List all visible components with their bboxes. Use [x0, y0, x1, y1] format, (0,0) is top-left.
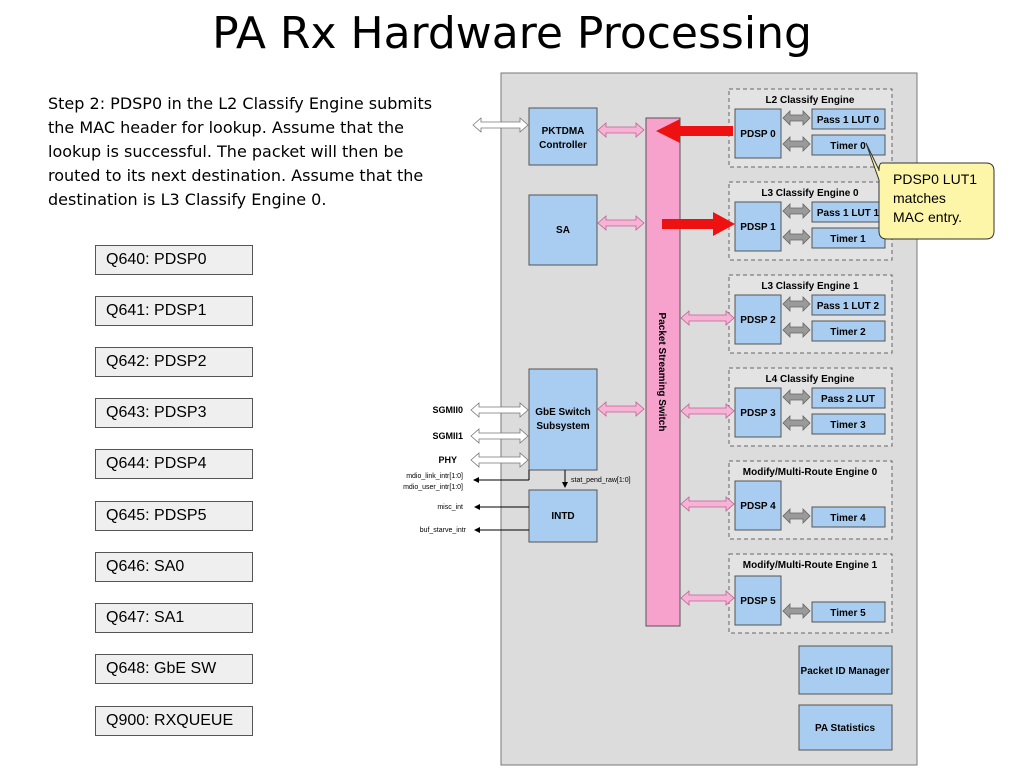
intd-label: INTD	[551, 511, 574, 522]
queue-item: Q643: PDSP3	[95, 398, 253, 428]
stat-pend-label: stat_pend_raw[1:0]	[571, 477, 631, 484]
queue-item: Q646: SA0	[95, 552, 253, 582]
pdsp-box	[734, 387, 782, 438]
timer-label: Timer 0	[830, 141, 866, 152]
engine-title: L2 Classify Engine	[766, 95, 855, 106]
timer-label: Timer 1	[830, 234, 866, 245]
sgmii1-label: SGMII1	[432, 431, 463, 441]
mdio-user-label: mdio_user_intr[1:0]	[403, 484, 463, 491]
queue-item: Q644: PDSP4	[95, 449, 253, 479]
gbe-switch-box	[528, 368, 598, 471]
lut-label: Pass 2 LUT	[821, 394, 875, 405]
pdsp-box	[734, 575, 782, 626]
sa-box	[528, 194, 598, 266]
sgmii0-label: SGMII0	[432, 405, 463, 415]
pdsp-label: PDSP 0	[740, 129, 776, 140]
queue-item: Q648: GbE SW	[95, 654, 253, 684]
red-arrow-pdsp0-to-switch	[656, 119, 733, 143]
lut-label: Pass 1 LUT 2	[817, 301, 880, 312]
timer-label: Timer 4	[830, 513, 866, 524]
mdio-link-label: mdio_link_intr[1:0]	[406, 473, 463, 480]
engine-title: L3 Classify Engine 1	[761, 281, 859, 292]
queue-item: Q642: PDSP2	[95, 347, 253, 377]
callout-line2: matches	[893, 190, 946, 206]
internal-arrows	[782, 110, 811, 619]
pdsp-box	[734, 480, 782, 531]
pdsp-box	[734, 108, 782, 159]
pdsp-label: PDSP 4	[740, 501, 776, 512]
red-arrow-switch-to-pdsp1	[662, 212, 735, 236]
gbe-label-line1: GbE Switch	[535, 407, 591, 418]
timer-label: Timer 3	[830, 420, 866, 431]
pdsp-box	[734, 294, 782, 345]
timer-label: Timer 5	[830, 608, 866, 619]
queue-item: Q641: PDSP1	[95, 296, 253, 326]
pdsp-label: PDSP 3	[740, 408, 776, 419]
queue-item: Q645: PDSP5	[95, 501, 253, 531]
buf-starve-label: buf_starve_intr	[420, 527, 467, 534]
lut-box	[811, 294, 886, 316]
queue-item: Q640: PDSP0	[95, 245, 253, 275]
queue-item: Q900: RXQUEUE	[95, 706, 253, 736]
packet-streaming-switch	[645, 117, 681, 627]
pktdma-label-line2: Controller	[539, 140, 587, 151]
timer-box	[811, 601, 886, 623]
callout-line3: MAC entry.	[893, 209, 962, 225]
external-port-arrows	[470, 117, 529, 468]
pdsp-label: PDSP 1	[740, 222, 776, 233]
switch-label: Packet Streaming Switch	[656, 313, 667, 432]
pktdma-label-line1: PKTDMA	[542, 126, 585, 137]
callout-line1: PDSP0 LUT1	[893, 171, 977, 187]
gbe-label-line2: Subsystem	[536, 421, 589, 432]
sa-label: SA	[556, 225, 570, 236]
engine-title: Modify/Multi-Route Engine 1	[743, 560, 878, 571]
callout-bubble	[865, 142, 995, 240]
intd-box	[528, 489, 598, 543]
lut-label: Pass 1 LUT 0	[817, 115, 880, 126]
pdsp-box	[734, 201, 782, 252]
pink-arrows	[597, 122, 735, 606]
pdsp-label: PDSP 5	[740, 596, 776, 607]
timer-label: Timer 2	[830, 327, 866, 338]
lut-box	[811, 387, 886, 409]
signal-lines	[473, 470, 568, 533]
timer-box	[811, 506, 886, 528]
timer-box	[811, 134, 886, 156]
packet-id-manager-label: Packet ID Manager	[801, 666, 890, 677]
misc-int-label: misc_int	[437, 504, 463, 511]
lut-box	[811, 108, 886, 130]
pa-statistics-box	[798, 704, 893, 751]
pktdma-controller-box	[528, 107, 598, 166]
timer-box	[811, 413, 886, 435]
lut-label: Pass 1 LUT 1	[817, 208, 880, 219]
engine-title: L4 Classify Engine	[766, 374, 855, 385]
pdsp-label: PDSP 2	[740, 315, 776, 326]
engine-title: L3 Classify Engine 0	[761, 188, 859, 199]
step-description: Step 2: PDSP0 in the L2 Classify Engine …	[48, 94, 433, 209]
phy-label: PHY	[438, 455, 457, 465]
pa-statistics-label: PA Statistics	[815, 723, 875, 734]
timer-box	[811, 320, 886, 342]
queue-item: Q647: SA1	[95, 603, 253, 633]
packet-id-manager-box	[798, 645, 893, 695]
engine-title: Modify/Multi-Route Engine 0	[743, 467, 878, 478]
slide-title: PA Rx Hardware Processing	[212, 8, 812, 59]
